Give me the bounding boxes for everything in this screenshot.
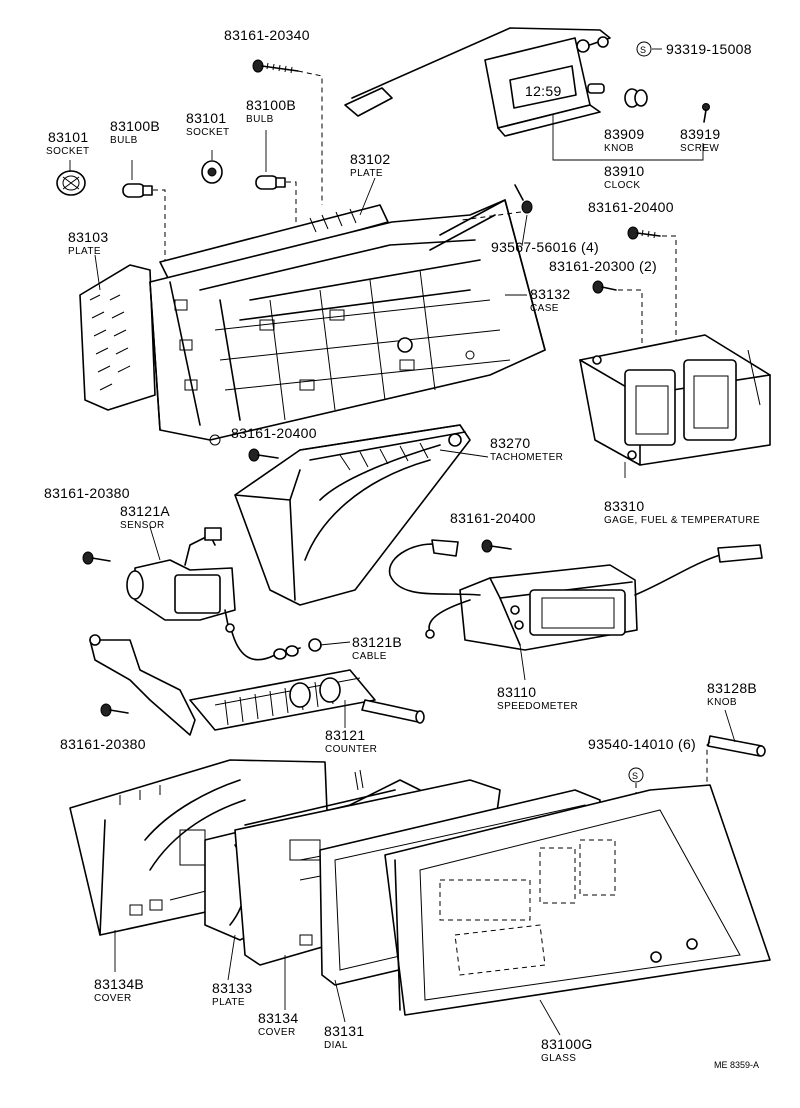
part-name: KNOB	[707, 697, 737, 708]
socket-icon	[201, 160, 223, 184]
part-name: PLATE	[350, 168, 383, 179]
screw-icon	[100, 703, 129, 717]
part-name: COVER	[94, 993, 132, 1004]
clock-display-text: 12:59	[525, 83, 562, 99]
part-number: 83100B	[246, 97, 296, 113]
screw-icon	[252, 59, 299, 74]
part-number: 83910	[604, 163, 644, 179]
part-number: 83101	[48, 129, 88, 145]
part-name: CLOCK	[604, 180, 640, 191]
part-name: GAGE, FUEL & TEMPERATURE	[604, 515, 760, 526]
part-name: SENSOR	[120, 520, 165, 531]
part-number: 83121	[325, 727, 365, 743]
part-number: 83131	[324, 1023, 364, 1039]
case-assembly	[79, 199, 546, 446]
part-name: COUNTER	[325, 744, 377, 755]
bulb-icon	[255, 175, 286, 190]
svg-text:S: S	[640, 45, 646, 55]
sensor	[126, 527, 236, 633]
part-number: 83909	[604, 126, 644, 142]
part-number: 93319-15008	[666, 41, 752, 57]
part-number: 83134B	[94, 976, 144, 992]
knob-icon	[624, 88, 648, 108]
part-number: 83161-20380	[60, 736, 146, 752]
part-number: 83919	[680, 126, 720, 142]
speedometer	[388, 539, 763, 651]
part-number: 83132	[530, 286, 570, 302]
std-part-symbol-icon: S	[628, 767, 644, 783]
part-number: 83310	[604, 498, 644, 514]
part-number: 83128B	[707, 680, 757, 696]
part-name: GLASS	[541, 1053, 576, 1064]
std-part-symbol-icon: S	[636, 41, 652, 57]
bulb-icon	[122, 183, 153, 198]
part-number: 83100G	[541, 1036, 593, 1052]
callout-labels: 83161-20340 S 93319-15008 83101 SOCKET 8…	[44, 27, 760, 1070]
part-number: 83133	[212, 980, 252, 996]
leader-lines	[69, 130, 736, 1036]
part-number: 83161-20400	[588, 199, 674, 215]
socket-icon	[56, 170, 86, 196]
gage-fuel-temp	[579, 334, 771, 466]
part-number: 83161-20380	[44, 485, 130, 501]
screw-icon	[248, 448, 279, 462]
part-number: 83134	[258, 1010, 298, 1026]
part-name: PLATE	[212, 997, 245, 1008]
screw-icon	[82, 551, 111, 565]
screw-icon	[627, 226, 661, 240]
part-name: COVER	[258, 1027, 296, 1038]
part-name: DIAL	[324, 1040, 348, 1051]
part-name: PLATE	[68, 246, 101, 257]
tachometer	[234, 424, 471, 606]
part-name: SPEEDOMETER	[497, 701, 578, 712]
part-number: 83110	[497, 684, 536, 700]
part-name: SOCKET	[46, 146, 90, 157]
screw-icon	[481, 539, 512, 553]
part-number: 83100B	[110, 118, 160, 134]
part-name: SCREW	[680, 143, 719, 154]
figure-reference: ME 8359-A	[714, 1060, 759, 1070]
part-number: 83161-20340	[224, 27, 310, 43]
part-number: 83102	[350, 151, 390, 167]
part-number: 83161-20300 (2)	[549, 258, 657, 274]
part-name: SOCKET	[186, 127, 230, 138]
cable	[231, 631, 322, 661]
part-name: BULB	[110, 135, 138, 146]
screw-icon	[592, 280, 617, 294]
screw-icon	[514, 184, 533, 214]
knob-icon	[707, 735, 766, 757]
part-name: BULB	[246, 114, 274, 125]
part-number: 83121B	[352, 634, 402, 650]
part-number: 83161-20400	[231, 425, 317, 441]
counter	[89, 634, 425, 736]
part-number: 83121A	[120, 503, 170, 519]
part-number: 83103	[68, 229, 108, 245]
part-number: 83161-20400	[450, 510, 536, 526]
part-name: CABLE	[352, 651, 387, 662]
part-number: 93567-56016 (4)	[491, 239, 599, 255]
svg-text:S: S	[632, 771, 638, 781]
part-number: 93540-14010 (6)	[588, 736, 696, 752]
glass	[384, 784, 771, 1016]
part-name: CASE	[530, 303, 559, 314]
part-number: 83270	[490, 435, 530, 451]
part-name: KNOB	[604, 143, 634, 154]
screw-icon	[702, 103, 710, 123]
part-number: 83101	[186, 110, 226, 126]
clock-assembly: 12:59	[344, 27, 704, 161]
part-name: TACHOMETER	[490, 452, 563, 463]
